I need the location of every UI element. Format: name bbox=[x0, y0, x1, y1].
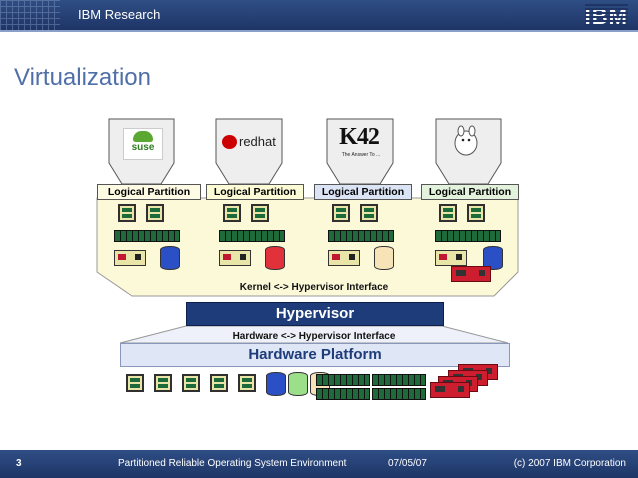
cpu-icon bbox=[210, 374, 228, 392]
memory-icon bbox=[372, 388, 426, 400]
cpu-icon bbox=[251, 204, 269, 222]
network-card-icon bbox=[451, 266, 491, 282]
partition-label-1: Logical Partition bbox=[97, 184, 201, 200]
cpu-icon bbox=[146, 204, 164, 222]
redhat-logo: redhat bbox=[222, 133, 278, 153]
memory-icon bbox=[328, 230, 394, 242]
io-card-icon bbox=[114, 250, 146, 266]
io-card-icon bbox=[219, 250, 251, 266]
cpu-icon bbox=[467, 204, 485, 222]
os-funnels bbox=[108, 118, 502, 185]
k42-logo-text: K42 bbox=[339, 124, 380, 150]
cpu-icon bbox=[439, 204, 457, 222]
cpu-icon bbox=[360, 204, 378, 222]
disk-icon bbox=[288, 372, 308, 396]
memory-icon bbox=[316, 388, 370, 400]
cpu-icon bbox=[332, 204, 350, 222]
memory-icon bbox=[372, 374, 426, 386]
footer-copyright: (c) 2007 IBM Corporation bbox=[513, 458, 626, 469]
slide-title: Virtualization bbox=[14, 64, 151, 91]
k42-tagline: The Answer To ... bbox=[341, 152, 381, 158]
hardware-interface-label: Hardware <-> Hypervisor Interface bbox=[232, 331, 396, 342]
memory-icon bbox=[316, 374, 370, 386]
footer-date: 07/05/07 bbox=[388, 458, 427, 469]
io-card-icon bbox=[435, 250, 467, 266]
cpu-icon bbox=[154, 374, 172, 392]
memory-icon bbox=[114, 230, 180, 242]
gecko-icon bbox=[133, 131, 153, 142]
header-title: IBM Research bbox=[78, 7, 161, 22]
memory-icon bbox=[435, 230, 501, 242]
linux-icon bbox=[451, 125, 481, 157]
memory-icon bbox=[219, 230, 285, 242]
ibm-logo: IBM bbox=[584, 4, 629, 30]
header-divider bbox=[0, 30, 638, 32]
disk-icon bbox=[160, 246, 180, 270]
io-card-icon bbox=[328, 250, 360, 266]
cpu-icon bbox=[223, 204, 241, 222]
footer-bar: 3 Partitioned Reliable Operating System … bbox=[0, 450, 638, 478]
cpu-icon bbox=[126, 374, 144, 392]
header-bar bbox=[0, 0, 638, 30]
partition-label-3: Logical Partition bbox=[314, 184, 412, 200]
cpu-icon bbox=[238, 374, 256, 392]
kernel-interface-label: Kernel <-> Hypervisor Interface bbox=[239, 282, 389, 293]
suse-logo: suse bbox=[123, 128, 163, 160]
partition-label-2: Logical Partition bbox=[206, 184, 304, 200]
partition-label-4: Logical Partition bbox=[421, 184, 519, 200]
page-number: 3 bbox=[16, 458, 22, 469]
cpu-icon bbox=[182, 374, 200, 392]
redhat-logo-text: redhat bbox=[239, 134, 276, 149]
redhat-icon bbox=[222, 135, 237, 149]
presentation-title: Partitioned Reliable Operating System En… bbox=[118, 458, 347, 469]
disk-icon bbox=[265, 246, 285, 270]
penguin-icon bbox=[454, 125, 478, 156]
disk-icon bbox=[374, 246, 394, 270]
network-card-icon bbox=[430, 382, 470, 398]
suse-logo-text: suse bbox=[131, 142, 155, 153]
disk-icon bbox=[266, 372, 286, 396]
cpu-icon bbox=[118, 204, 136, 222]
hypervisor-box: Hypervisor bbox=[186, 302, 444, 326]
header-pattern bbox=[0, 0, 60, 30]
hardware-platform-box: Hardware Platform bbox=[120, 343, 510, 367]
k42-logo: K42 The Answer To ... bbox=[335, 124, 385, 160]
disk-icon bbox=[483, 246, 503, 270]
